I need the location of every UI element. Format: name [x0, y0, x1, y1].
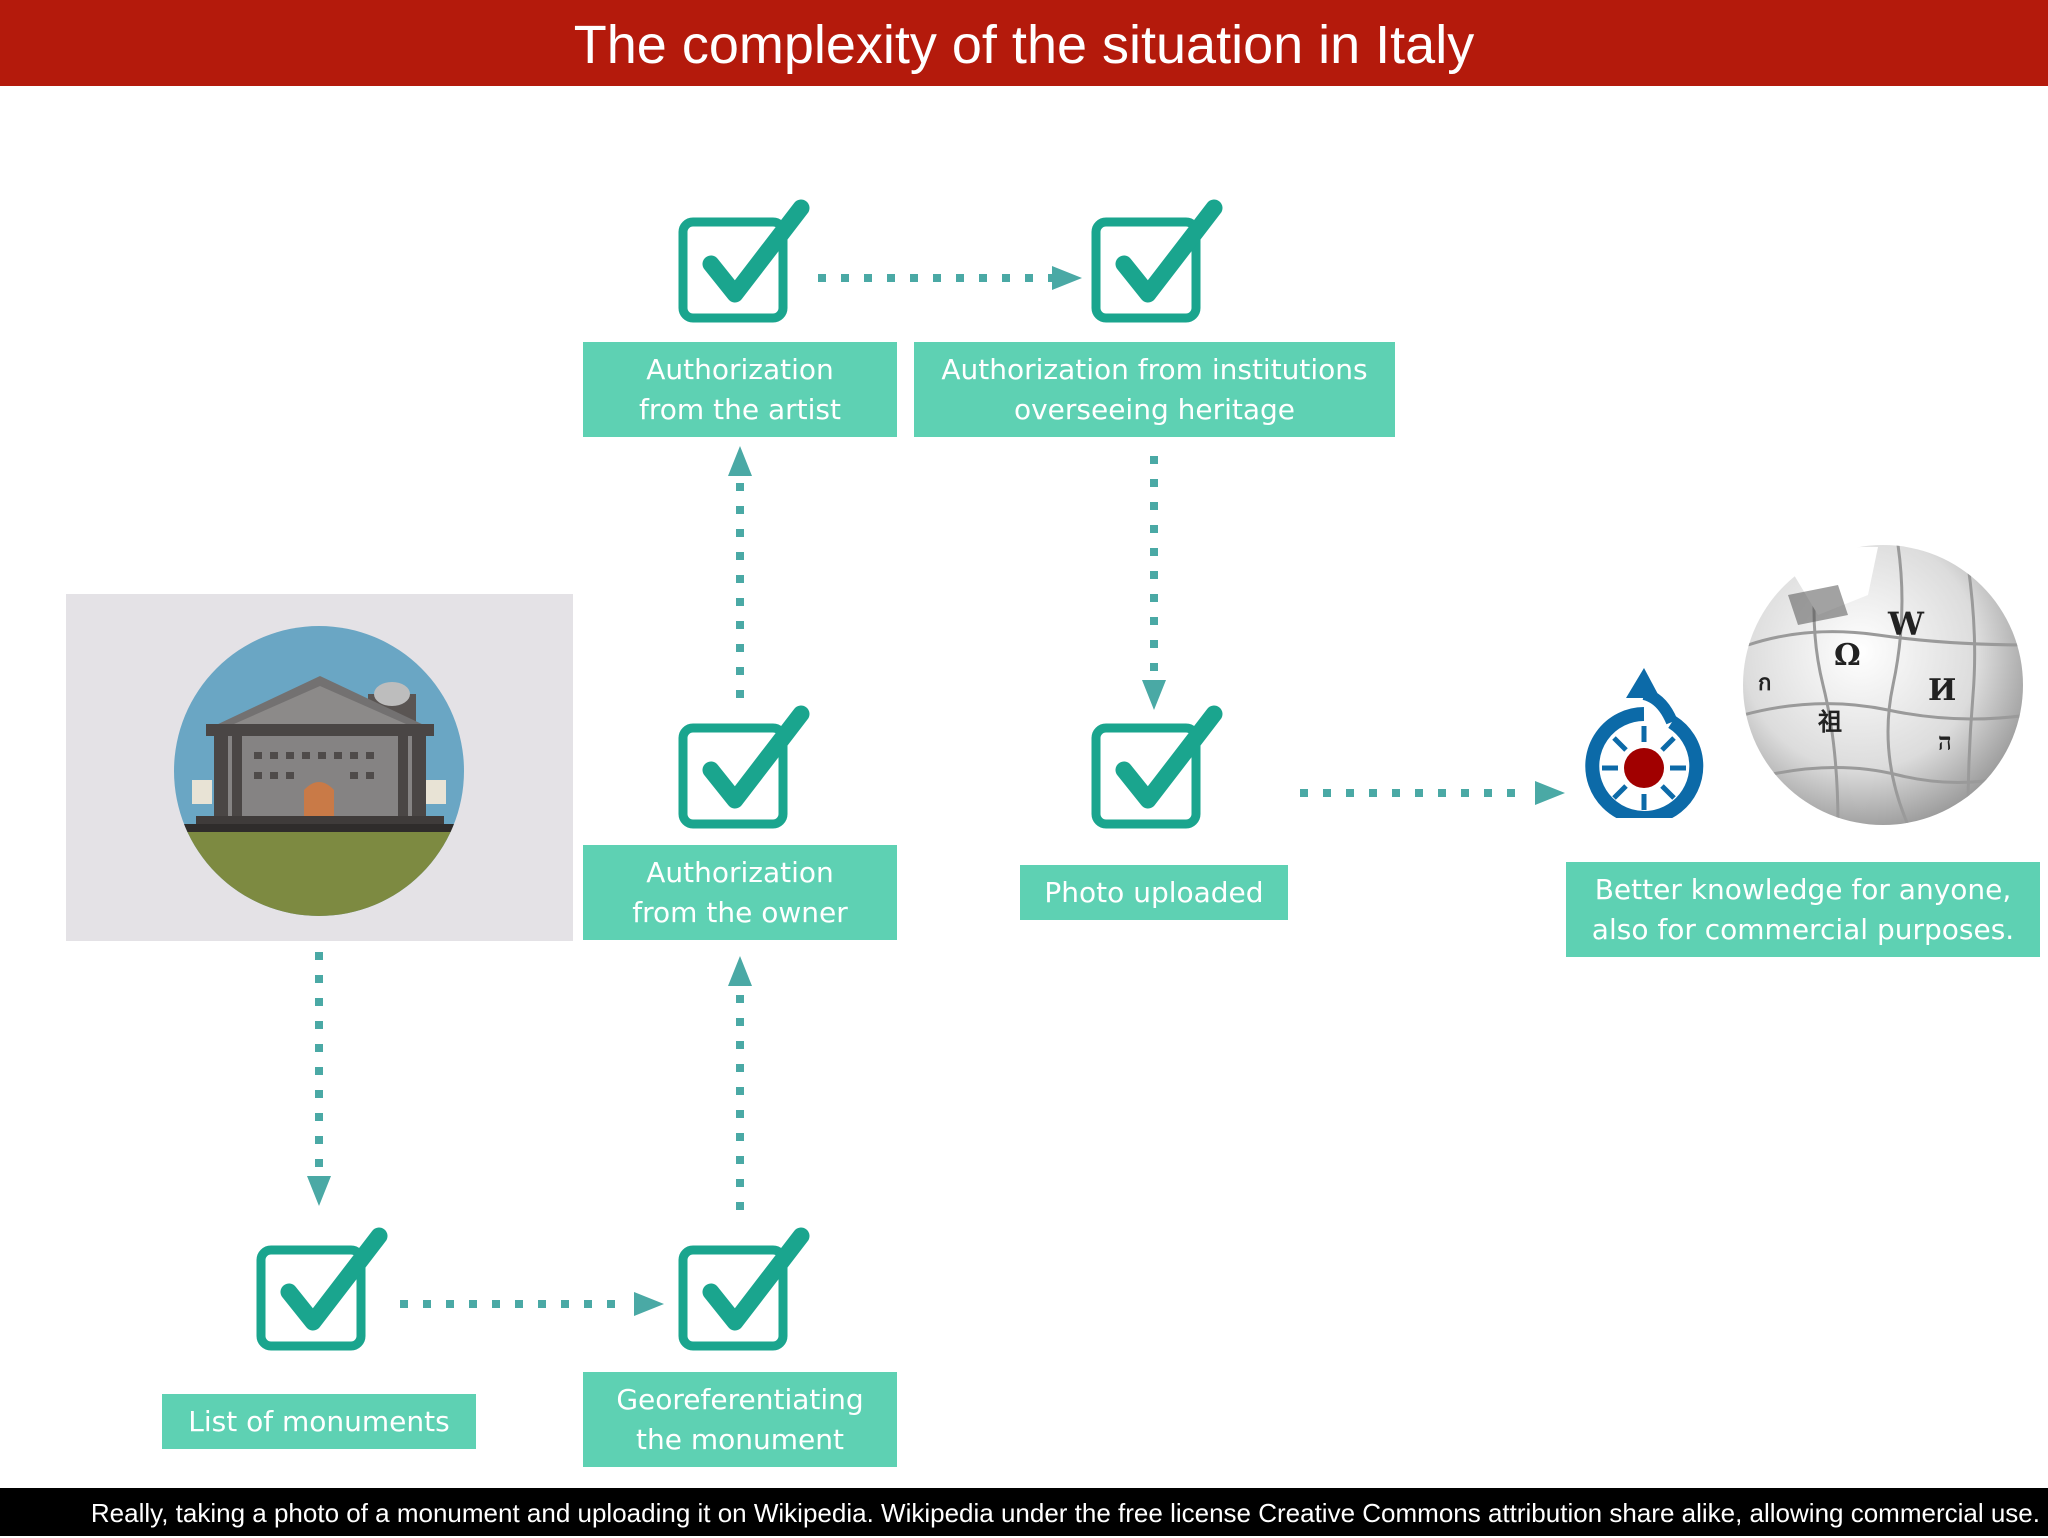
- node-authorization-institutions: Authorization from institutions overseei…: [914, 342, 1395, 437]
- wikimedia-commons-logo: [1585, 668, 1704, 818]
- svg-text:ה: ה: [1938, 727, 1952, 756]
- svg-text:ก: ก: [1758, 670, 1771, 696]
- arrowhead-icon: [1535, 781, 1565, 805]
- arrowhead-icon: [634, 1292, 664, 1316]
- svg-text:Ω: Ω: [1834, 638, 1861, 673]
- flow-diagram: [0, 0, 1565, 1488]
- check-icon-georef: [683, 1236, 801, 1346]
- node-authorization-owner: Authorization from the owner: [583, 845, 897, 940]
- check-icon-uploaded: [1096, 714, 1214, 824]
- check-icon-owner: [683, 714, 801, 824]
- arrowhead-icon: [728, 446, 752, 476]
- arrowhead-icon: [728, 956, 752, 986]
- arrowhead-icon: [1052, 266, 1082, 290]
- monument-image: [66, 594, 573, 941]
- wikipedia-globe-logo: Ω W И 祖 ก ה: [1743, 545, 2023, 825]
- node-list-of-monuments: List of monuments: [162, 1394, 476, 1449]
- svg-text:祖: 祖: [1818, 707, 1842, 736]
- node-better-knowledge: Better knowledge for anyone, also for co…: [1566, 862, 2040, 957]
- svg-text:И: И: [1928, 673, 1956, 708]
- check-icon-artist: [683, 208, 801, 318]
- check-icon-institutions: [1096, 208, 1214, 318]
- page-title: The complexity of the situation in Italy: [0, 0, 2048, 86]
- svg-text:W: W: [1887, 605, 1925, 643]
- node-photo-uploaded: Photo uploaded: [1020, 865, 1288, 920]
- check-icon-list: [261, 1236, 379, 1346]
- arrowhead-icon: [307, 1176, 331, 1206]
- node-authorization-artist: Authorization from the artist: [583, 342, 897, 437]
- arrowhead-icon: [1142, 680, 1166, 710]
- node-georeferentiating: Georeferentiating the monument: [583, 1372, 897, 1467]
- footer-caption: Really, taking a photo of a monument and…: [0, 1488, 2048, 1536]
- monument-building-icon: [174, 626, 464, 916]
